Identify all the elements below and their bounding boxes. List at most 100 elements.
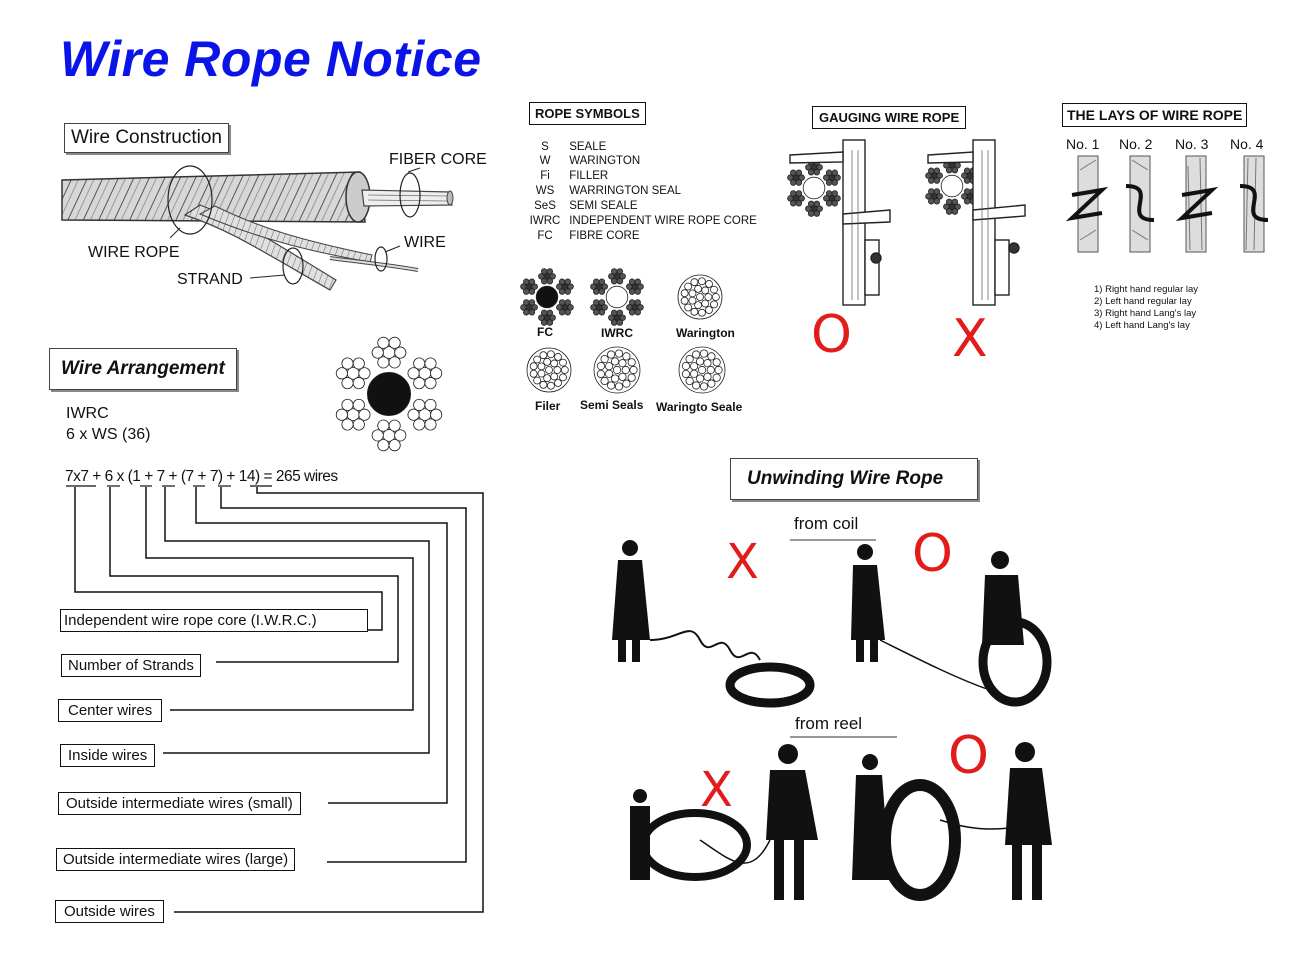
strand-wire	[567, 304, 574, 311]
section-label-waringto-seale: Waringto Seale	[656, 400, 743, 414]
strand-wire	[388, 419, 401, 432]
bundle-wire	[685, 376, 694, 386]
bundle-wire	[554, 353, 562, 361]
bundle-wire	[629, 365, 638, 375]
label-outside-intermediate-small-text: Outside intermediate wires (small)	[66, 795, 293, 812]
strand-wire	[528, 278, 536, 285]
lay-description-2: 2) Left hand regular lay	[1094, 296, 1192, 307]
strand-wire	[831, 190, 838, 197]
bundle-wire	[692, 381, 701, 390]
strand-wire	[807, 168, 815, 176]
strand-wire	[823, 174, 830, 181]
strand-wire	[558, 309, 566, 316]
strand-wire	[377, 439, 390, 452]
rope-type-line2: 6 x WS (36)	[66, 426, 151, 443]
strand-label: STRAND	[177, 271, 243, 288]
strand-wire	[413, 418, 426, 431]
bundle-wire	[707, 379, 716, 388]
from-coil-label: from coil	[794, 514, 859, 533]
wire-count-formula: 7x7 + 6 x (1 + 7 + (7 + 7) + 14) = 265 w…	[65, 468, 338, 485]
strand-wire	[413, 377, 426, 390]
bundle-wire	[539, 351, 548, 360]
lay-description-3: 3) Right hand Lang's lay	[1094, 308, 1197, 319]
label-outside-wires: Outside wires	[55, 900, 164, 923]
symbol-code: FC	[537, 230, 553, 242]
strand-wire	[790, 179, 797, 186]
bundle-wire	[690, 307, 699, 316]
symbol-name: INDEPENDENT WIRE ROPE CORE	[569, 215, 757, 227]
strand-wire	[961, 172, 968, 179]
bundle-wire	[596, 361, 606, 371]
bundle-wire	[681, 361, 691, 371]
bundle-wire	[704, 293, 713, 301]
section-label-iwrc: IWRC	[601, 326, 633, 340]
gauging-correct-mark: O	[811, 305, 852, 365]
wire-arrangement-heading-text: Wire Arrangement	[61, 358, 225, 379]
bundle-wire	[699, 349, 709, 358]
strand-wire	[787, 174, 794, 181]
lay-description-4: 4) Left hand Lang's lay	[1094, 320, 1190, 331]
fiber-core-label: FIBER CORE	[389, 151, 487, 168]
strand-wire	[619, 273, 626, 280]
strand-wire	[394, 429, 407, 442]
strand-wire	[567, 283, 574, 290]
strand-wire	[825, 179, 833, 186]
symbol-row: WS WARRINGTON SEAL	[528, 185, 681, 197]
bundle-wire	[701, 286, 710, 295]
from-reel-label: from reel	[795, 714, 863, 733]
bundle-wire	[529, 369, 538, 378]
strand-wire	[628, 288, 636, 295]
bundle-wire	[537, 362, 546, 371]
strand-wire	[598, 278, 606, 285]
strand-wire	[407, 408, 420, 421]
bundle-wire	[622, 379, 631, 388]
strand-wire	[834, 174, 841, 181]
wire-construction-heading-text: Wire Construction	[71, 127, 222, 148]
strand-wire	[626, 304, 633, 311]
strand-wire	[520, 283, 527, 290]
bundle-wire	[627, 373, 636, 382]
strand-wire	[925, 193, 932, 200]
bundle-wire	[614, 349, 624, 358]
symbol-row: S SEALE	[528, 141, 606, 153]
strand-wire	[925, 172, 932, 179]
unwinding-heading-text: Unwinding Wire Rope	[747, 468, 944, 489]
label-outside-wires-text: Outside wires	[64, 903, 155, 920]
strand-wire	[798, 195, 805, 202]
bundle-wire	[545, 366, 553, 374]
bundle-wire	[694, 301, 703, 310]
bundle-wire	[607, 350, 616, 359]
symbol-row: Fi FILLER	[528, 170, 608, 182]
label-outside-intermediate-small: Outside intermediate wires (small)	[58, 792, 301, 815]
symbol-row: IWRC INDEPENDENT WIRE ROPE CORE	[528, 215, 757, 227]
gauging-wrong-mark: X	[952, 309, 988, 369]
strand-wire	[341, 418, 354, 431]
lay-number-2: No. 2	[1119, 136, 1153, 152]
strand-wire	[795, 190, 803, 197]
strand-wire	[430, 367, 443, 380]
strand-wire	[564, 299, 571, 306]
symbol-name: SEMI SEALE	[569, 200, 638, 212]
strand-wire	[520, 304, 527, 311]
lay-number-4: No. 4	[1230, 136, 1264, 152]
bundle-wire	[612, 365, 622, 375]
section-label-warington: Warington	[676, 326, 735, 340]
strand-wire	[546, 309, 554, 317]
strand-wire	[637, 283, 644, 290]
section-label-semi-seals: Semi Seals	[580, 398, 644, 412]
bundle-wire	[607, 381, 616, 390]
strand-wire	[564, 278, 571, 285]
rope-core	[940, 174, 964, 198]
bundle-wire	[697, 365, 707, 375]
strand-wire	[619, 314, 626, 321]
section-label-fc: FC	[537, 325, 553, 339]
strand-wire	[951, 198, 959, 206]
bundle-wire	[690, 362, 699, 371]
strand-wire	[961, 193, 968, 200]
strand-wire	[805, 164, 812, 171]
bundle-wire	[680, 296, 689, 305]
strand-wire	[371, 429, 384, 442]
symbol-name: FIBRE CORE	[569, 230, 640, 242]
bundle-wire	[697, 308, 706, 317]
